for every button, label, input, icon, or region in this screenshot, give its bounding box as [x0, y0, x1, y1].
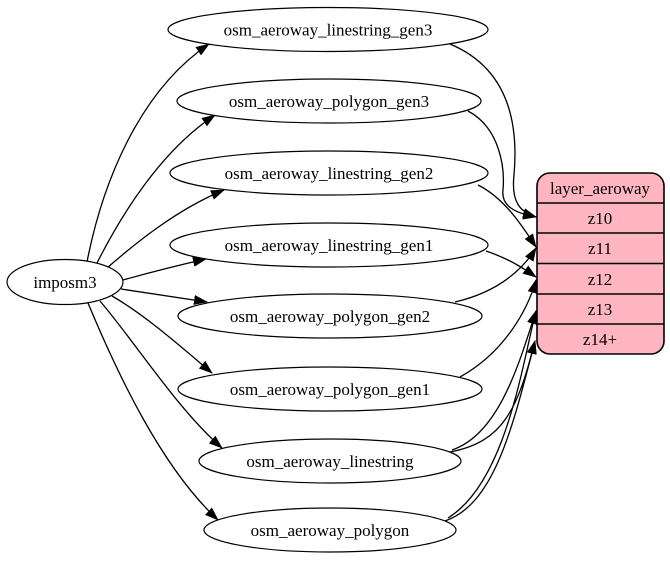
table-label: osm_aeroway_polygon [251, 521, 410, 540]
layer-row-z14: z14+ [583, 330, 617, 349]
table-label: osm_aeroway_linestring_gen1 [225, 236, 434, 255]
node-osm-aeroway-polygon-gen1: osm_aeroway_polygon_gen1 [177, 366, 483, 412]
edge-imposm3-to-linestring-gen1 [122, 256, 207, 281]
node-imposm3: imposm3 [6, 258, 124, 306]
node-osm-aeroway-polygon-gen2: osm_aeroway_polygon_gen2 [177, 293, 483, 339]
table-ellipse [169, 222, 489, 268]
edge-imposm3-to-polygon [87, 302, 219, 521]
node-osm-aeroway-linestring-gen3: osm_aeroway_linestring_gen3 [167, 6, 489, 53]
table-ellipse [176, 78, 482, 124]
edge-linestring-gen2-to-z11 [477, 184, 537, 248]
node-osm-aeroway-linestring-gen1: osm_aeroway_linestring_gen1 [169, 222, 489, 268]
edge-imposm3-to-linestring [99, 300, 223, 449]
table-ellipse [169, 150, 489, 196]
edge-imposm3-to-polygon-gen3 [95, 114, 216, 266]
table-ellipse [177, 293, 483, 339]
node-layer-aeroway: layer_aeroway z10 z11 z12 z13 z14+ [536, 172, 665, 355]
layer-row-z12: z12 [588, 270, 613, 289]
edge-polygon-gen3-to-z10 [467, 110, 537, 220]
edge-imposm3-to-linestring-gen3 [86, 43, 210, 263]
edge-polygon-gen2-to-z11 [454, 247, 537, 303]
table-label: osm_aeroway_polygon_gen2 [230, 307, 430, 326]
edge-polygon-to-z14 [444, 340, 537, 522]
edge-linestring-to-z13 [451, 310, 537, 451]
edge-imposm3-to-polygon-gen2 [120, 288, 208, 305]
table-ellipse [203, 507, 457, 553]
table-ellipse [198, 438, 462, 484]
edge-polygon-to-z13 [447, 310, 538, 519]
layer-row-z13: z13 [588, 300, 613, 319]
layer-row-z11: z11 [588, 239, 612, 258]
node-osm-aeroway-polygon-gen3: osm_aeroway_polygon_gen3 [176, 78, 482, 124]
edge-imposm3-to-polygon-gen1 [111, 295, 213, 374]
layer-row-z10: z10 [588, 209, 613, 228]
edge-linestring-gen3-to-z10 [449, 43, 537, 218]
edges-source-to-tables [86, 43, 225, 521]
edge-imposm3-to-linestring-gen2 [106, 189, 225, 269]
table-label: osm_aeroway_polygon_gen3 [229, 92, 429, 111]
layer-title: layer_aeroway [550, 179, 651, 198]
imposm3-ellipse [6, 258, 124, 306]
table-ellipse [177, 366, 483, 412]
imposm3-label: imposm3 [33, 273, 96, 292]
node-osm-aeroway-polygon: osm_aeroway_polygon [203, 507, 457, 553]
table-ellipse [167, 6, 489, 53]
edges-tables-to-layer [444, 43, 538, 522]
node-osm-aeroway-linestring: osm_aeroway_linestring [198, 438, 462, 484]
table-label: osm_aeroway_linestring_gen2 [225, 164, 434, 183]
table-label: osm_aeroway_linestring_gen3 [224, 21, 433, 40]
node-osm-aeroway-linestring-gen2: osm_aeroway_linestring_gen2 [169, 150, 489, 196]
edge-polygon-gen1-to-z12 [459, 279, 538, 378]
table-label: osm_aeroway_linestring [246, 452, 414, 471]
edge-linestring-gen1-to-z12 [485, 250, 537, 278]
table-label: osm_aeroway_polygon_gen1 [230, 380, 430, 399]
